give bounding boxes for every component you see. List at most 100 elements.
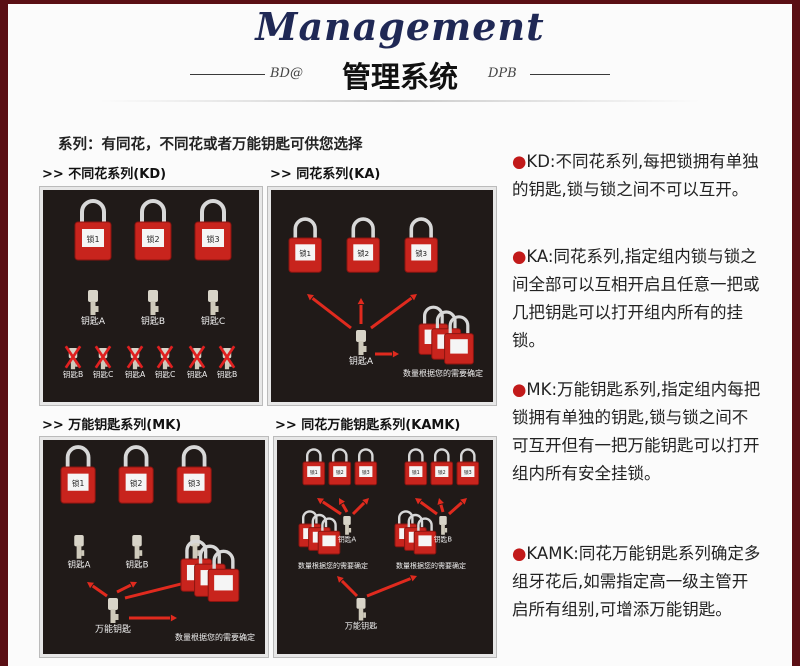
- cross-mark-icon: [64, 345, 82, 369]
- desc-kamk-text: KAMK:同花万能钥匙系列确定多组牙花后,如需指定高一级主管开启所有组别,可增添…: [512, 544, 761, 619]
- key-icon: 钥匙C: [201, 290, 225, 327]
- arrow-icon: [351, 498, 369, 516]
- padlock-icon: 锁2: [328, 448, 352, 486]
- key-label: 钥匙A: [125, 369, 146, 379]
- key-icon: 万能钥匙: [95, 598, 131, 635]
- panel-kd: 锁1 锁2 锁3 钥匙A 钥匙B 钥匙C 钥匙B 钥匙C 钥匙A 钥匙C 钥匙A 钥匙B: [40, 187, 262, 405]
- padlock-icon: 锁1: [74, 199, 112, 261]
- key-label: 钥匙B: [126, 558, 149, 570]
- lock-label: 锁1: [412, 469, 420, 476]
- padlock-icon: 锁2: [118, 445, 154, 504]
- page-title-cn: 管理系统: [341, 60, 458, 94]
- lock-label: 锁1: [310, 469, 318, 476]
- lock-label: 锁2: [438, 469, 446, 476]
- key-icon: 钥匙A: [338, 516, 357, 544]
- key-icon: 钥匙B: [217, 348, 238, 379]
- arrow-icon: [370, 294, 417, 330]
- padlock-icon: [317, 517, 341, 555]
- desc-mk-text: MK:万能钥匙系列,指定组内每把锁拥有单独的钥匙,锁与锁之间不可互开但有一把万能…: [512, 380, 761, 483]
- key-label: 钥匙B: [434, 535, 453, 544]
- key-icon: 钥匙A: [349, 330, 374, 367]
- bullet-dot: ●: [512, 152, 527, 171]
- arrow-icon: [375, 350, 399, 358]
- padlock-icon: 锁3: [354, 448, 378, 486]
- padlock-icon: 锁2: [346, 217, 380, 273]
- top-frame: [0, 0, 800, 4]
- diagram-svg: 锁1锁2锁3钥匙A钥匙B钥匙C万能钥匙数量根据您的需要确定: [60, 445, 255, 642]
- bullet-dot: ●: [512, 380, 527, 399]
- cross-mark-icon: [94, 345, 112, 369]
- arrow-icon: [415, 498, 438, 516]
- left-frame: [0, 0, 8, 666]
- arrow-icon: [337, 576, 359, 598]
- diagram-svg: 锁1 锁2 锁3 钥匙A 数量根据您的需要确定: [288, 217, 483, 378]
- lock-label: 锁1: [299, 249, 311, 258]
- key-label: 钥匙C: [201, 315, 225, 327]
- section-label-kd: >> 不同花系列(KD): [42, 167, 167, 182]
- key-label: 万能钥匙: [95, 623, 131, 635]
- padlock-icon: [413, 517, 437, 555]
- key-icon: 钥匙A: [81, 290, 106, 327]
- key-icon: 钥匙B: [141, 290, 165, 327]
- key-icon: 钥匙C: [93, 348, 114, 379]
- section-label-ka: >> 同花系列(KA): [270, 167, 381, 182]
- key-icon: 钥匙B: [126, 535, 149, 570]
- subtitle-deco-right: DPB: [488, 66, 517, 81]
- panel-mk: 锁1锁2锁3钥匙A钥匙B钥匙C万能钥匙数量根据您的需要确定: [40, 437, 268, 657]
- arrow-icon: [87, 582, 108, 598]
- key-icon: 钥匙B: [434, 516, 453, 544]
- cross-mark-icon: [156, 345, 174, 369]
- padlock-icon: 锁3: [176, 445, 212, 504]
- desc-ka-text: KA:同花系列,指定组内锁与锁之间全部可以互相开启且任意一把或几把钥匙可以打开组…: [512, 247, 760, 350]
- padlock-icon: 锁2: [430, 448, 454, 486]
- right-frame: [792, 0, 800, 666]
- padlock-icon: 锁1: [60, 445, 96, 504]
- lock-label: 锁2: [357, 249, 369, 258]
- subtitle-line-left: [190, 74, 265, 75]
- bullet-dot: ●: [512, 544, 527, 563]
- key-label: 钥匙B: [141, 315, 165, 327]
- arrow-icon: [129, 614, 177, 622]
- key-icon: 钥匙B: [63, 348, 84, 379]
- lock-label: 锁2: [146, 234, 159, 244]
- series-intro: 系列：有同花，不同花或者万能钥匙可供您选择: [58, 137, 363, 153]
- desc-kd-text: KD:不同花系列,每把锁拥有单独的钥匙,锁与锁之间不可以互开。: [512, 152, 759, 199]
- desc-ka: ●KA:同花系列,指定组内锁与锁之间全部可以互相开启且任意一把或几把钥匙可以打开…: [512, 243, 762, 355]
- padlock-icon: 锁1: [302, 448, 326, 486]
- lock-label: 锁3: [415, 249, 427, 258]
- diagram-svg: 锁1 锁2 锁3 钥匙A 钥匙B 钥匙C 钥匙B 钥匙C 钥匙A 钥匙C 钥匙A 钥匙B: [63, 199, 238, 379]
- key-label: 钥匙A: [338, 535, 357, 544]
- bullet-dot: ●: [512, 247, 527, 266]
- cross-mark-icon: [126, 345, 144, 369]
- key-label: 钥匙C: [155, 369, 176, 379]
- padlock-icon: [444, 315, 474, 365]
- lock-label: 锁3: [362, 469, 370, 476]
- padlock-icon: 锁1: [404, 448, 428, 486]
- quantity-note: 数量根据您的需要确定: [175, 632, 255, 642]
- lock-label: 锁1: [86, 234, 99, 244]
- header-divider: [100, 100, 700, 102]
- arrow-icon: [307, 294, 352, 330]
- padlock-icon: 锁2: [134, 199, 172, 261]
- quantity-note: 数量根据您的需要确定: [403, 368, 483, 378]
- quantity-note: 数量根据您的需要确定: [298, 561, 368, 570]
- desc-kd: ●KD:不同花系列,每把锁拥有单独的钥匙,锁与锁之间不可以互开。: [512, 148, 762, 204]
- key-label: 万能钥匙: [345, 621, 377, 631]
- subtitle-line-right: [530, 74, 610, 75]
- arrow-icon: [448, 498, 467, 516]
- key-label: 钥匙B: [217, 369, 238, 379]
- key-icon: 钥匙A: [68, 535, 91, 570]
- lock-label: 锁2: [130, 478, 143, 488]
- key-label: 钥匙C: [93, 369, 114, 379]
- key-label: 钥匙A: [349, 355, 374, 367]
- key-label: 钥匙A: [187, 369, 208, 379]
- lock-label: 锁3: [206, 234, 219, 244]
- key-icon: 万能钥匙: [345, 598, 377, 631]
- key-icon: 钥匙C: [155, 348, 176, 379]
- key-label: 钥匙B: [63, 369, 84, 379]
- padlock-icon: [207, 549, 240, 602]
- page-title-en: Management: [255, 4, 545, 49]
- lock-label: 锁2: [336, 469, 344, 476]
